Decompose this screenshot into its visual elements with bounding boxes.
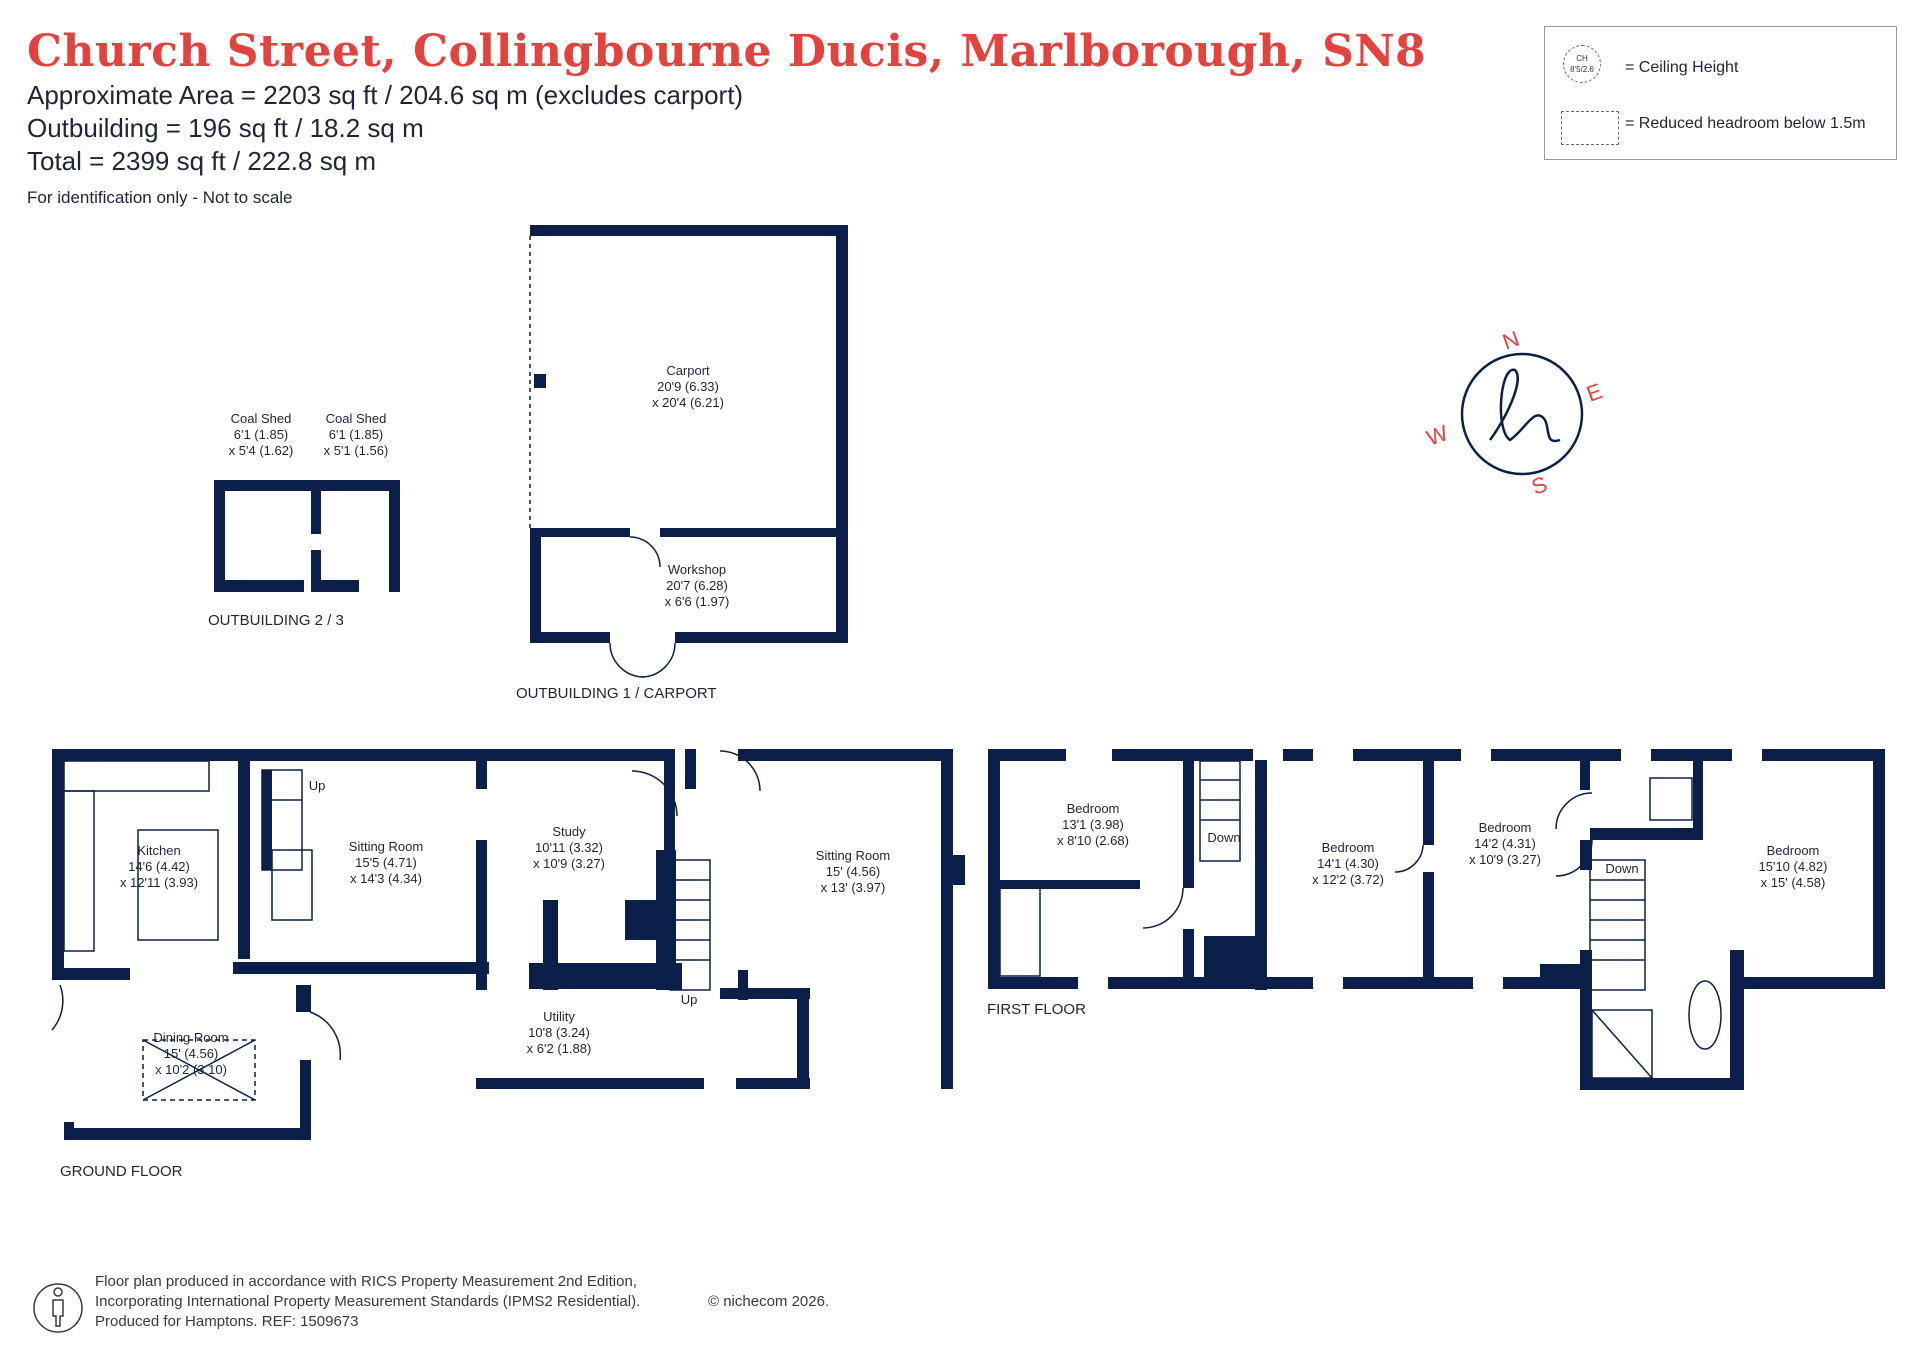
coal-shed-1-dim2: x 5'4 (1.62) [229, 443, 294, 458]
bedroom-2-name: Bedroom [1322, 840, 1375, 855]
bedroom-4-name: Bedroom [1767, 843, 1820, 858]
workshop-dim2: x 6'6 (1.97) [665, 594, 730, 609]
utility-name: Utility [543, 1009, 575, 1024]
compass-rose: N E S W [1423, 326, 1605, 500]
study-name: Study [552, 824, 586, 839]
sitting-room-1-name: Sitting Room [349, 839, 423, 854]
ch-symbol-label: CH [1576, 54, 1588, 63]
carport-name: Carport [666, 363, 710, 378]
outbuilding-area: Outbuilding = 196 sq ft / 18.2 sq m [27, 113, 424, 143]
study-dim1: 10'11 (3.32) [535, 840, 603, 855]
person-icon [33, 1283, 83, 1333]
scale-disclaimer: For identification only - Not to scale [27, 188, 293, 207]
compass-east: E [1583, 378, 1605, 407]
outbuilding-2-3-label: OUTBUILDING 2 / 3 [208, 612, 344, 629]
study-dim2: x 10'9 (3.27) [533, 856, 605, 871]
bedroom-4-dim2: x 15' (4.58) [1761, 875, 1826, 890]
bedroom-2-dim1: 14'1 (4.30) [1317, 856, 1379, 871]
bedroom-4-dim1: 15'10 (4.82) [1759, 859, 1828, 874]
compass-north: N [1499, 326, 1522, 355]
bedroom-2-dim2: x 12'2 (3.72) [1312, 872, 1384, 887]
bedroom-3-dim1: 14'2 (4.31) [1474, 836, 1536, 851]
footer-line-3: Produced for Hamptons. REF: 1509673 [95, 1313, 359, 1330]
fixtures [51, 236, 1722, 1101]
footer-line-1: Floor plan produced in accordance with R… [95, 1273, 637, 1290]
sitting-room-1-dim1: 15'5 (4.71) [355, 855, 417, 870]
kitchen-dim2: x 12'11 (3.93) [120, 875, 198, 890]
workshop-dim1: 20'7 (6.28) [666, 578, 728, 593]
first-floor-label: FIRST FLOOR [987, 1001, 1086, 1018]
sitting-room-1-dim2: x 14'3 (4.34) [350, 871, 422, 886]
bedroom-3-name: Bedroom [1479, 820, 1532, 835]
sitting-room-2-dim2: x 13' (3.97) [821, 880, 886, 895]
total-area: Total = 2399 sq ft / 222.8 sq m [27, 146, 377, 176]
footer-copyright: © nichecom 2026. [708, 1293, 830, 1310]
ch-symbol-value: 8'5/2.6 [1570, 65, 1594, 74]
sitting-room-2-name: Sitting Room [816, 848, 890, 863]
carport-dim2: x 20'4 (6.21) [652, 395, 724, 410]
coal-shed-2-dim1: 6'1 (1.85) [329, 427, 384, 442]
dining-room-dim2: x 10'2 (3.10) [155, 1062, 227, 1077]
bedroom-1-dim1: 13'1 (3.98) [1062, 817, 1124, 832]
utility-dim1: 10'8 (3.24) [528, 1025, 590, 1040]
bedroom-3-dim2: x 10'9 (3.27) [1469, 852, 1541, 867]
dining-room-dim1: 15' (4.56) [164, 1046, 219, 1061]
compass-south: S [1528, 471, 1550, 500]
outbuilding-1-label: OUTBUILDING 1 / CARPORT [516, 685, 717, 702]
reduced-headroom-icon [1561, 111, 1619, 145]
dining-room-name: Dining Room [153, 1030, 228, 1045]
bedroom-1-name: Bedroom [1067, 801, 1120, 816]
kitchen-name: Kitchen [137, 843, 180, 858]
legend-box: CH 8'5/2.6 = Ceiling Height = Reduced he… [1544, 26, 1897, 160]
coal-shed-2-dim2: x 5'1 (1.56) [324, 443, 389, 458]
stairs-up-label-2: Up [681, 992, 698, 1007]
walls [52, 225, 1885, 1140]
footer-line-2: Incorporating International Property Mea… [95, 1293, 641, 1310]
reduced-headroom-legend: = Reduced headroom below 1.5m [1625, 115, 1866, 132]
coal-shed-1-name: Coal Shed [231, 411, 292, 426]
stairs-down-label-1: Down [1207, 830, 1240, 845]
page-title: Church Street, Collingbourne Ducis, Marl… [27, 26, 1427, 77]
bedroom-1-dim2: x 8'10 (2.68) [1057, 833, 1129, 848]
kitchen-dim1: 14'6 (4.42) [128, 859, 190, 874]
carport-dim1: 20'9 (6.33) [657, 379, 719, 394]
coal-shed-2-name: Coal Shed [326, 411, 387, 426]
compass-west: W [1423, 420, 1451, 451]
sitting-room-2-dim1: 15' (4.56) [826, 864, 881, 879]
utility-dim2: x 6'2 (1.88) [527, 1041, 592, 1056]
stairs-down-label-2: Down [1605, 861, 1638, 876]
ceiling-height-legend: = Ceiling Height [1625, 59, 1739, 76]
ceiling-height-icon: CH 8'5/2.6 [1563, 45, 1601, 83]
ground-floor-label: GROUND FLOOR [60, 1163, 183, 1180]
workshop-name: Workshop [668, 562, 726, 577]
stairs-up-label-1: Up [309, 778, 326, 793]
approximate-area: Approximate Area = 2203 sq ft / 204.6 sq… [27, 80, 744, 110]
coal-shed-1-dim1: 6'1 (1.85) [234, 427, 289, 442]
